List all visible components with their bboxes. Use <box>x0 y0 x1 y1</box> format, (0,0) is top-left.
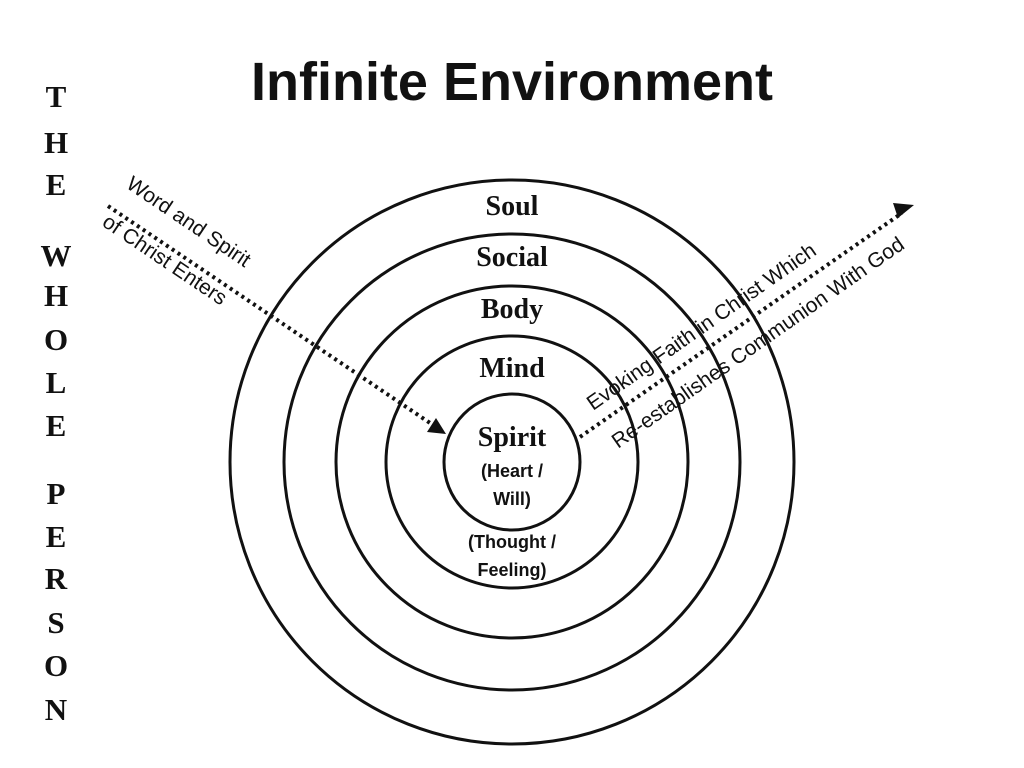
social-label: Social <box>476 242 548 273</box>
soul-ring <box>228 178 796 746</box>
side-letter: O <box>44 648 68 683</box>
side-letter: E <box>46 167 67 202</box>
spirit-sub-label: Will) <box>493 489 531 509</box>
side-letter: T <box>46 79 67 114</box>
side-letter: O <box>44 322 68 357</box>
side-letter: E <box>46 408 67 443</box>
side-letter: W <box>41 238 72 273</box>
outgoing-arrow-label: Re-establishes Communion With God <box>608 233 909 453</box>
side-letter: R <box>45 561 68 596</box>
incoming-arrow-line <box>106 204 435 427</box>
side-letter: E <box>46 519 67 554</box>
side-letter: H <box>44 278 68 313</box>
body-ring <box>334 284 690 640</box>
side-letter: H <box>44 125 68 160</box>
mind-label: Mind <box>479 353 545 384</box>
outgoing-arrow-line <box>578 211 904 439</box>
incoming-arrow <box>106 204 446 434</box>
mind-sub-label: Feeling) <box>477 560 546 580</box>
side-letter: P <box>47 476 66 511</box>
incoming-arrowhead <box>427 418 446 434</box>
mind-sub-label: (Thought / <box>468 532 556 552</box>
side-letter: S <box>47 605 64 640</box>
outgoing-arrowhead <box>893 203 914 218</box>
mind-ring <box>384 334 640 590</box>
body-label: Body <box>481 294 543 325</box>
spirit-sub-label: (Heart / <box>481 461 543 481</box>
spirit-ring <box>442 392 582 532</box>
side-letter: N <box>45 692 67 727</box>
page-title: Infinite Environment <box>251 52 773 112</box>
side-label: T H E W H O L E P E R S O N <box>41 79 72 727</box>
social-ring <box>282 232 742 692</box>
outgoing-arrow <box>578 203 914 439</box>
soul-label: Soul <box>486 191 539 222</box>
side-letter: L <box>46 365 67 400</box>
spirit-label: Spirit <box>478 422 547 453</box>
